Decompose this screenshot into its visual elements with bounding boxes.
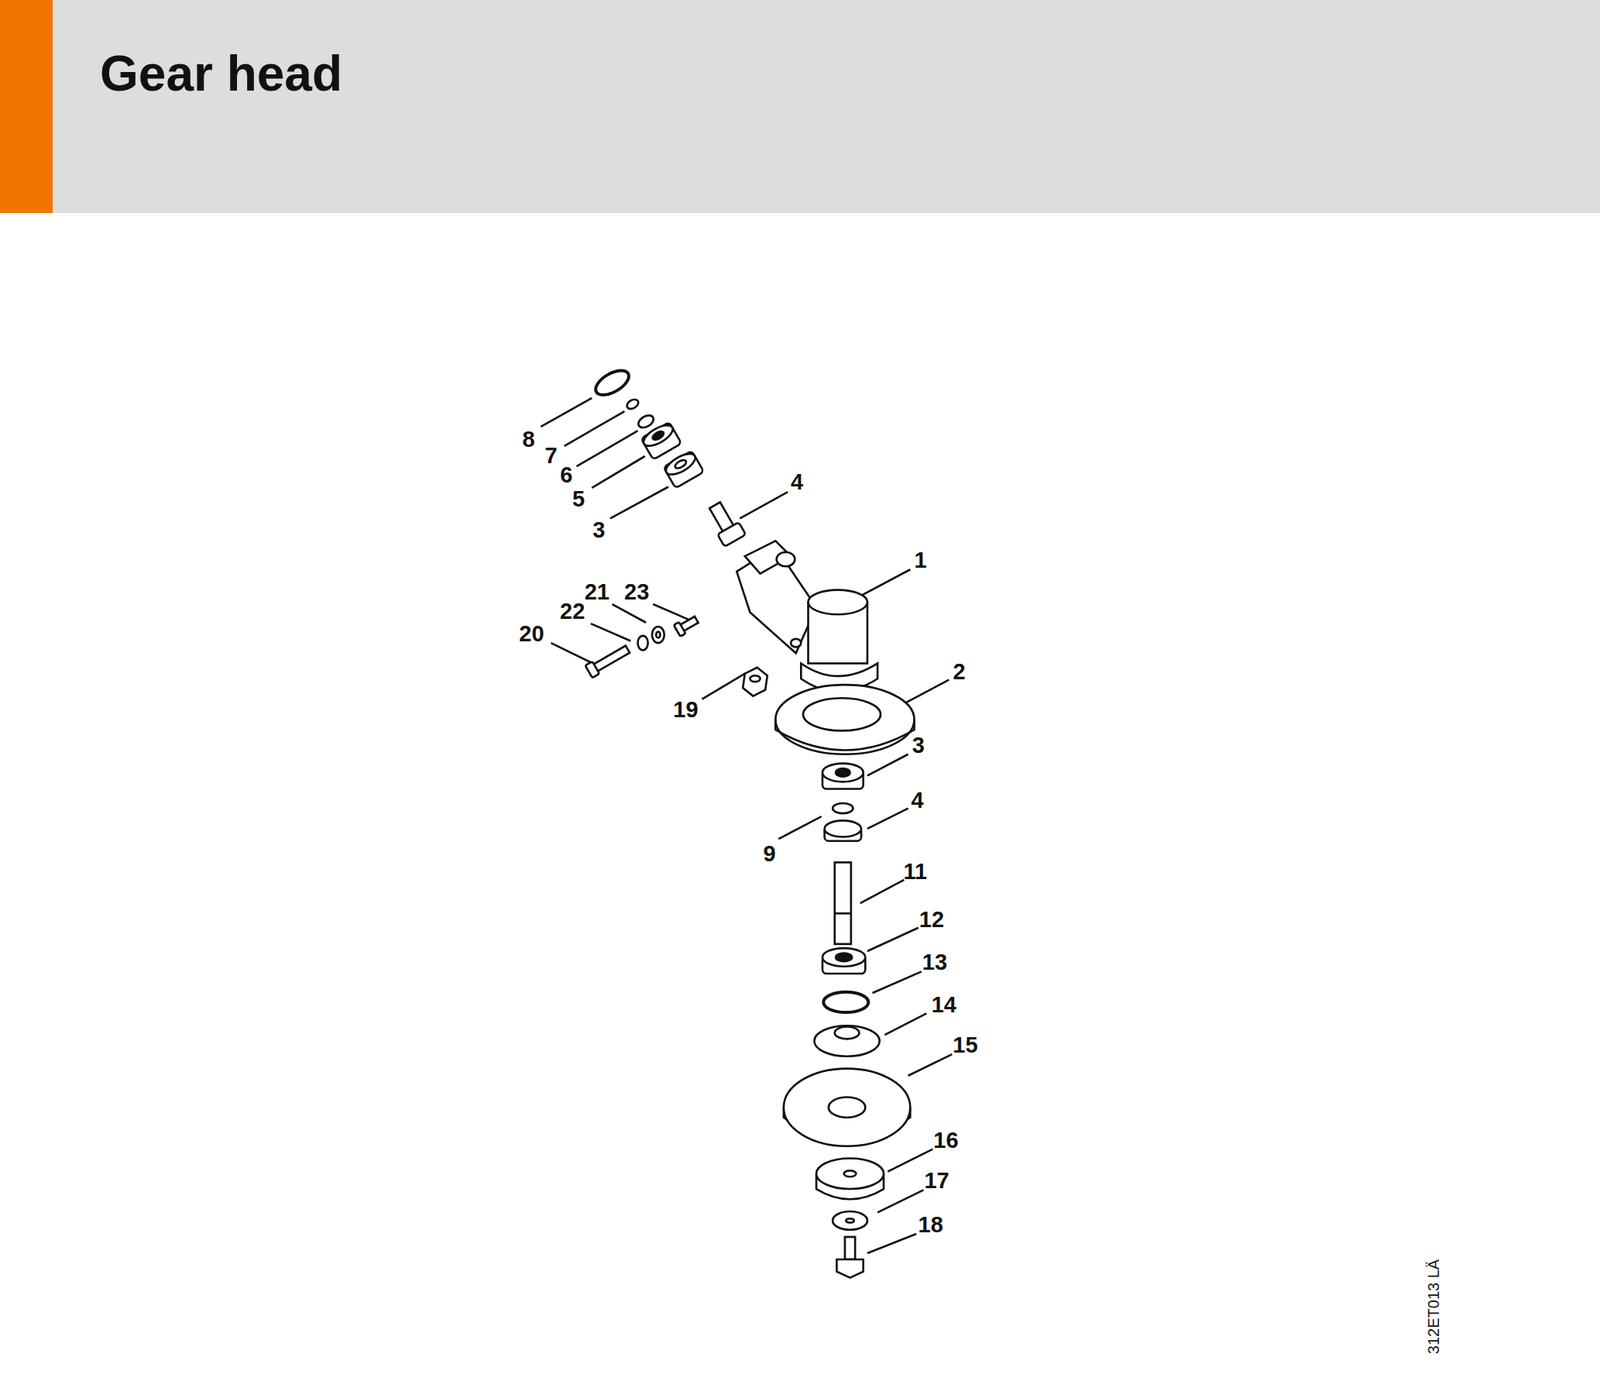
callout-number: 22 <box>559 600 585 623</box>
callout-number: 19 <box>672 697 698 721</box>
callout-number: 21 <box>584 580 610 604</box>
callout-number: 5 <box>572 487 585 511</box>
callout-number: 4 <box>790 470 804 493</box>
page-title: Gear head <box>99 44 343 103</box>
callout-number: 3 <box>912 733 925 756</box>
callout-number: 3 <box>592 518 605 541</box>
header-band <box>0 0 1600 213</box>
callout-number: 2 <box>952 659 965 683</box>
callout-number: 13 <box>922 951 948 974</box>
callout-number: 8 <box>521 427 535 450</box>
callout-number: 16 <box>933 1128 958 1151</box>
callout-number: 11 <box>903 860 928 883</box>
callout-number: 7 <box>544 443 557 467</box>
callout-number: 15 <box>952 1033 978 1057</box>
callout-number: 6 <box>559 463 573 486</box>
callout-number: 1 <box>913 549 927 572</box>
drawing-code: 312ET013 LÄ <box>1425 1258 1442 1353</box>
callout-number: 20 <box>518 622 544 646</box>
callout-number: 12 <box>919 908 945 931</box>
callout-number: 17 <box>923 1169 949 1192</box>
callout-number: 14 <box>931 992 957 1016</box>
callout-number: 4 <box>910 789 924 812</box>
callout-number: 9 <box>762 841 776 865</box>
callout-number: 23 <box>624 580 649 604</box>
callout-number: 18 <box>918 1213 944 1237</box>
accent-bar <box>0 0 53 213</box>
